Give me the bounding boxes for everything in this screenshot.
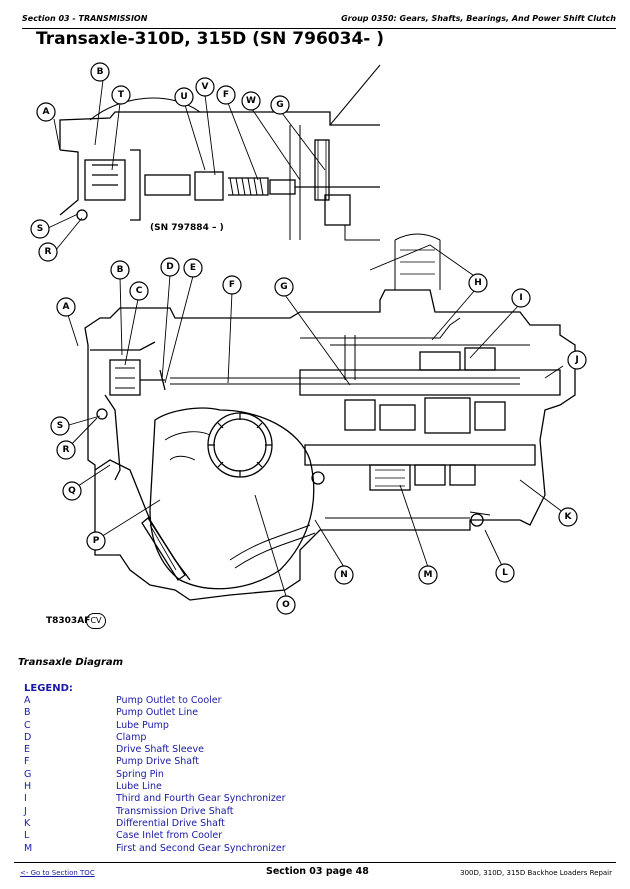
page-title: Transaxle-310D, 315D (SN 796034- ) bbox=[36, 29, 385, 49]
legend-key: L bbox=[24, 830, 30, 842]
legend-label: Transmission Drive Shaft bbox=[116, 805, 234, 817]
callout-label: V bbox=[202, 82, 209, 92]
callout-label: I bbox=[519, 293, 522, 303]
legend-key: M bbox=[24, 842, 33, 854]
legend-key: C bbox=[24, 719, 31, 731]
callout-label: A bbox=[43, 107, 50, 117]
callout-label: H bbox=[474, 278, 482, 288]
legend-key: D bbox=[24, 731, 32, 743]
callout-label: F bbox=[223, 90, 229, 100]
legend-key: J bbox=[24, 805, 27, 817]
legend-key: B bbox=[24, 707, 31, 719]
legend-title: LEGEND: bbox=[24, 683, 73, 694]
callout-label: Q bbox=[68, 486, 76, 496]
legend-key: H bbox=[24, 781, 32, 793]
section-label: Section 03 - TRANSMISSION bbox=[22, 14, 148, 23]
page-header: Section 03 - TRANSMISSION Group 0350: Ge… bbox=[22, 0, 616, 29]
callout-label: J bbox=[574, 355, 578, 365]
legend-key: K bbox=[24, 817, 31, 829]
callout-label: K bbox=[565, 512, 573, 522]
callout-label: G bbox=[280, 282, 287, 292]
legend-key: G bbox=[24, 768, 32, 780]
legend-label: Spring Pin bbox=[116, 768, 164, 780]
page-number: Section 03 page 48 bbox=[266, 866, 369, 877]
legend-key: A bbox=[24, 695, 31, 706]
callout-label: R bbox=[45, 247, 52, 257]
legend-label: Drive Shaft Sleeve bbox=[116, 744, 204, 756]
callout-label: U bbox=[180, 92, 187, 102]
legend-label: First and Second Gear Synchronizer bbox=[116, 842, 286, 854]
callout-label: T bbox=[118, 90, 125, 100]
inset-serial-label: (SN 797884 – ) bbox=[150, 223, 224, 233]
callout-label: R bbox=[63, 445, 70, 455]
callout-label: N bbox=[340, 570, 348, 580]
legend-label: Lube Pump bbox=[116, 719, 169, 731]
callout-label: S bbox=[37, 224, 43, 234]
callout-label: M bbox=[424, 570, 433, 580]
page-footer: <- Go to Section TOC Section 03 page 48 … bbox=[14, 862, 616, 885]
callout-label: G bbox=[276, 100, 283, 110]
callout-label: S bbox=[57, 421, 63, 431]
manual-title: 300D, 310D, 315D Backhoe Loaders Repair bbox=[460, 869, 612, 877]
legend-label: Differential Drive Shaft bbox=[116, 817, 225, 829]
transaxle-diagram: A B T U V F W G S R B D E F G H I A C J … bbox=[30, 62, 587, 615]
legend-label: Case Inlet from Cooler bbox=[116, 830, 223, 842]
callout-label: P bbox=[93, 536, 100, 546]
legend-key: E bbox=[24, 744, 31, 756]
legend-key: I bbox=[24, 793, 27, 805]
figure-tag: CV bbox=[86, 613, 106, 629]
legend-label: Third and Fourth Gear Synchronizer bbox=[116, 793, 286, 805]
figure-id: T8303AF bbox=[46, 616, 91, 626]
callout-label: B bbox=[97, 67, 104, 77]
legend-label: Pump Outlet to Cooler bbox=[116, 695, 222, 706]
callout-label: F bbox=[229, 280, 235, 290]
figure-caption: Transaxle Diagram bbox=[18, 657, 124, 668]
legend-label: Clamp bbox=[116, 731, 147, 743]
callout-label: W bbox=[246, 96, 256, 106]
group-label: Group 0350: Gears, Shafts, Bearings, And… bbox=[341, 14, 616, 23]
callout-label: A bbox=[63, 302, 70, 312]
legend-label: Pump Outlet Line bbox=[116, 707, 199, 719]
callout-label: D bbox=[166, 262, 173, 272]
legend-label: Lube Line bbox=[116, 781, 162, 793]
callout-label: L bbox=[502, 568, 508, 578]
callout-label: O bbox=[282, 600, 290, 610]
callout-label: E bbox=[190, 263, 196, 273]
callout-label: B bbox=[117, 265, 124, 275]
legend-label: Pump Drive Shaft bbox=[116, 756, 200, 768]
legend-key: F bbox=[24, 756, 30, 768]
callout-label: C bbox=[136, 286, 143, 296]
section-toc-link[interactable]: <- Go to Section TOC bbox=[20, 869, 95, 877]
